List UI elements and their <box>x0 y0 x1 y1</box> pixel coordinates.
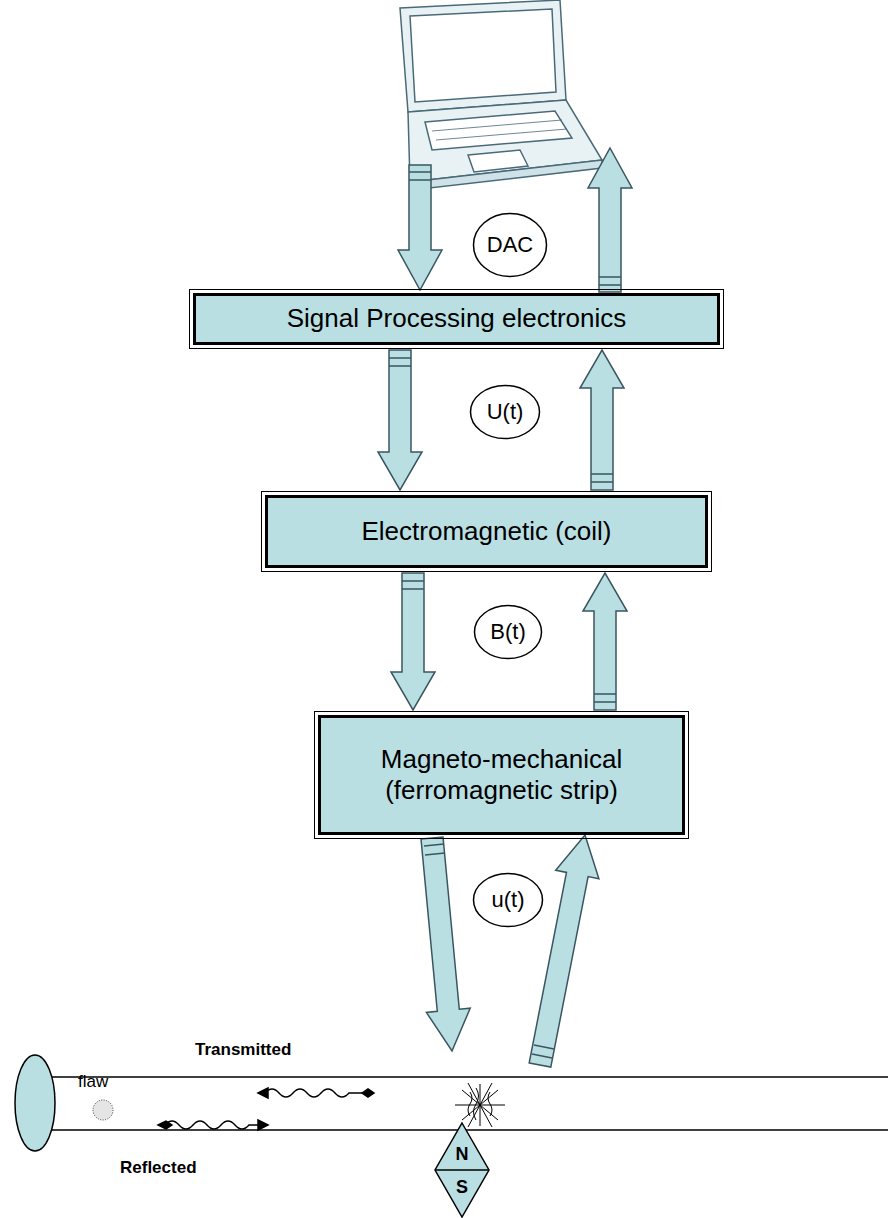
process-box: Signal Processing electronics <box>193 293 720 345</box>
reflected-wave <box>158 1120 268 1130</box>
process-box: Magneto-mechanical (ferromagnetic strip) <box>318 715 685 835</box>
node-text: Signal Processing electronics <box>287 303 627 334</box>
node-text: B(t) <box>490 619 525 645</box>
block-arrow <box>583 573 627 710</box>
node-text: Electromagnetic (coil) <box>362 516 612 547</box>
block-arrow <box>580 350 624 490</box>
transmitted-wave <box>258 1088 374 1098</box>
node-text: Magneto-mechanical (ferromagnetic strip) <box>333 744 670 806</box>
signal-oval: B(t) <box>473 604 543 660</box>
signal-oval: DAC <box>472 212 548 278</box>
magnet-diamond: NS <box>434 1122 490 1218</box>
process-box: Electromagnetic (coil) <box>265 495 708 568</box>
block-arrow <box>378 350 422 490</box>
wave-label: Reflected <box>120 1158 197 1178</box>
flaw-dot <box>93 1100 113 1120</box>
block-arrow <box>391 573 435 710</box>
node-text: N <box>456 1144 469 1165</box>
laptop-icon <box>400 0 602 190</box>
data-flow-arrow <box>398 148 632 1067</box>
node-text: u(t) <box>492 887 525 913</box>
wave-burst <box>455 1083 505 1127</box>
pipe <box>15 1055 888 1151</box>
flaw-label: flaw <box>78 1072 108 1092</box>
signal-oval: u(t) <box>472 872 544 928</box>
node-text: S <box>456 1177 468 1198</box>
node-text: U(t) <box>487 399 524 425</box>
wave-label: Transmitted <box>195 1040 291 1060</box>
node-text: DAC <box>487 232 533 258</box>
signal-oval: U(t) <box>469 384 541 440</box>
diamond-outline <box>434 1122 490 1218</box>
